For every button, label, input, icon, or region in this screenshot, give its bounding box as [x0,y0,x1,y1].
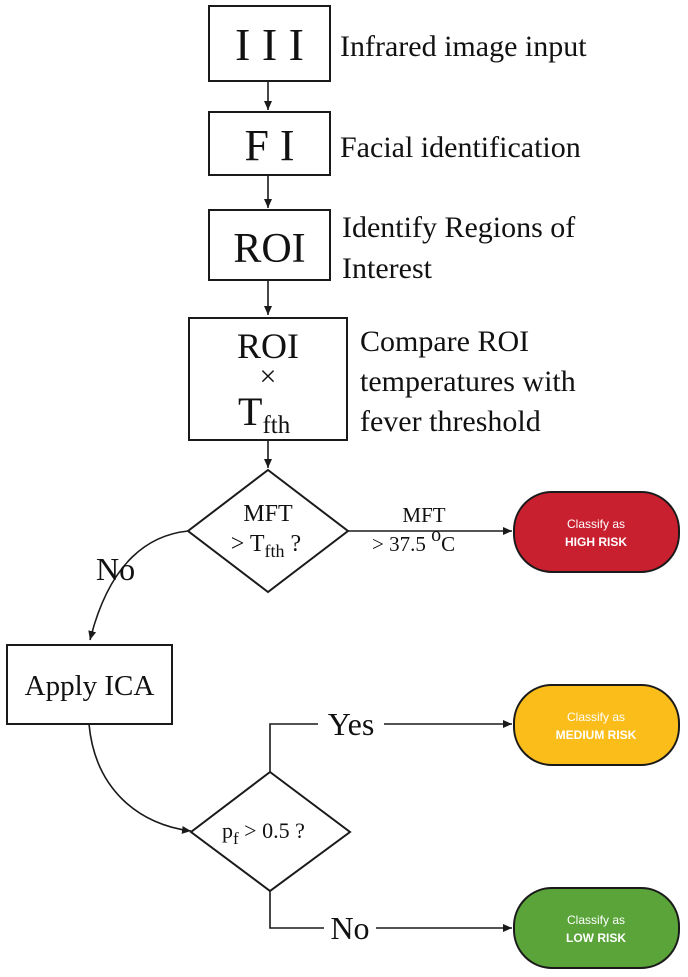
edge-no-label-2: No [330,910,369,946]
step-compare-times-symbol: × [260,360,277,393]
step-infrared-input-label: Infrared image input [340,30,587,63]
edge-no-to-low-risk [269,891,512,932]
outcome-high-risk-line1: Classify as [567,517,625,531]
step-compare-label-line1: Compare ROI [360,325,529,358]
edge-mft-label: MFT [402,503,445,527]
apply-ica-label: Apply ICA [25,670,155,702]
edge-yes-to-medium-risk [269,720,512,772]
step-infrared-input-box [208,5,331,82]
outcome-low-risk [513,887,680,969]
decision-mft-line1: MFT [243,501,293,527]
outcome-low-risk-line1: Classify as [567,913,625,927]
decision-mft-line2: > Tfth ? [231,531,301,561]
step-roi-box [208,209,331,281]
step-compare-label-line3: fever threshold [360,405,541,438]
step-facial-identification-label: Facial identification [340,131,581,164]
step-roi-label-line1: Identify Regions of [342,211,575,244]
step-facial-identification-code: F I [244,121,294,170]
outcome-high-risk [513,491,680,573]
edge-no-label-1: No [96,551,135,587]
outcome-medium-risk [513,684,680,766]
apply-ica-box [6,644,173,725]
step-facial-identification-box [208,111,331,176]
step-roi-code: ROI [233,226,305,272]
step-roi-label-line2: Interest [342,252,433,285]
step-compare-label-line2: temperatures with [360,365,576,398]
decision-pf-label: pf > 0.5 ? [222,818,305,848]
outcome-medium-risk-line2: MEDIUM RISK [556,728,637,742]
step-infrared-input-code: I I I [235,19,304,70]
outcome-medium-risk-line1: Classify as [567,710,625,724]
step-compare-threshold-symbol: Tfth [238,389,291,439]
edge-ica-to-pf-decision [88,723,192,834]
edge-yes-label: Yes [328,706,375,742]
edge-mft-threshold: > 37.5 oC [372,524,455,556]
outcome-low-risk-line2: LOW RISK [566,931,626,945]
decision-mft-diamond [186,468,350,594]
step-compare-roi: ROI [237,326,299,366]
edge-no-to-apply-ica [88,530,189,641]
outcome-high-risk-line2: HIGH RISK [565,535,627,549]
